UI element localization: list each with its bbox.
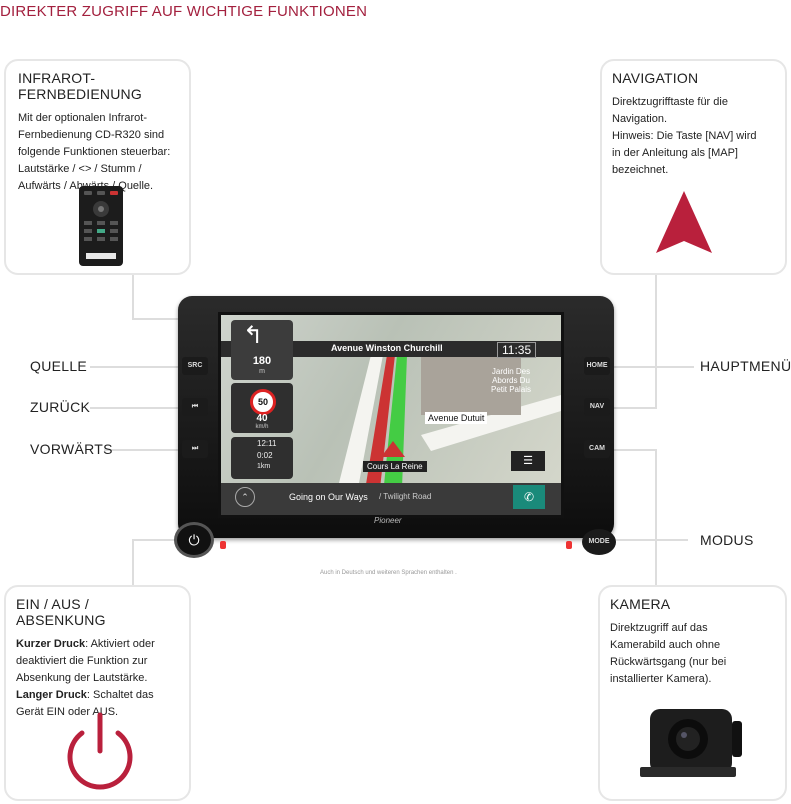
now-playing-sub: / Twilight Road [379, 492, 432, 501]
brand-logo: Pioneer [374, 516, 402, 525]
menu-icon[interactable]: ☰ [511, 451, 545, 471]
nav-button[interactable]: NAV [584, 398, 610, 416]
street-name: Avenue Winston Churchill [331, 343, 443, 353]
collapse-up-icon[interactable]: ⌃ [235, 487, 255, 507]
indicator-light-left [220, 541, 226, 549]
connector-nav-h [612, 407, 656, 409]
remote-description: Mit der optionalen Infrarot- Fernbedienu… [18, 112, 171, 192]
current-speed: 40 [256, 413, 268, 424]
connector-zurueck [90, 407, 186, 409]
navigation-info-box: NAVIGATION Direktzugrifftaste für die Na… [600, 59, 787, 275]
turn-distance: 180 [252, 355, 272, 367]
power-icon [67, 712, 133, 790]
camera-heading: KAMERA [610, 596, 671, 612]
label-vorwaerts: VORWÄRTS [30, 441, 113, 457]
label-modus: MODUS [700, 532, 754, 548]
connector-power-v [132, 539, 134, 587]
street-label-reine: Cours La Reine [363, 461, 427, 472]
connector-vorwaerts [104, 449, 186, 451]
eta: 12:11 [257, 439, 277, 448]
navigation-screen: Avenue Winston Churchill 11:35 ↰ 180 m 5… [218, 312, 564, 518]
phone-icon[interactable]: ✆ [513, 485, 545, 509]
connector-remote-v [132, 272, 134, 320]
remote-info-box: INFRAROT-FERNBEDIENUNG Mit der optionale… [4, 59, 191, 275]
power-heading: EIN / AUS / ABSENKUNG [16, 596, 106, 628]
street-label-dutuit: Avenue Dutuit [425, 412, 488, 424]
power-info-box: EIN / AUS / ABSENKUNG Kurzer Druck: Akti… [4, 585, 191, 801]
power-description: Kurzer Druck: Aktiviert oder deaktiviert… [16, 638, 155, 718]
home-button[interactable]: HOME [584, 357, 610, 375]
label-zurueck: ZURÜCK [30, 399, 91, 415]
label-hauptmenue: HAUPTMENÜ [700, 358, 791, 374]
connector-modus [616, 539, 688, 541]
long-press-label: Langer Druck [16, 689, 87, 701]
turn-arrow-icon: ↰ [243, 322, 264, 349]
connector-power-h [132, 539, 180, 541]
connector-nav-v [655, 274, 657, 409]
camera-device-icon [640, 709, 742, 777]
poi-label: Jardin Des Abords Du Petit Palais [490, 367, 532, 394]
connector-hauptmenue [612, 366, 694, 368]
mode-button[interactable]: MODE [582, 529, 616, 555]
remote-control-icon [79, 186, 123, 266]
label-quelle: QUELLE [30, 358, 88, 374]
navigation-arrow-icon [656, 191, 712, 253]
next-button[interactable]: ⏭ [182, 440, 208, 458]
page-title: DIREKTER ZUGRIFF AUF WICHTIGE FUNKTIONEN [0, 3, 368, 20]
now-playing-title: Going on Our Ways [289, 492, 368, 502]
turn-distance-unit: m [259, 368, 265, 375]
connector-cam-h [612, 449, 656, 451]
connector-quelle [90, 366, 186, 368]
camera-description: Direktzugriff auf das Kamerabild auch oh… [610, 622, 727, 685]
src-button[interactable]: SRC [182, 357, 208, 375]
camera-info-box: KAMERA Direktzugriff auf das Kamerabild … [598, 585, 787, 801]
footnote: Auch in Deutsch und weiteren Sprachen en… [320, 570, 457, 576]
indicator-light-right [566, 541, 572, 549]
speed-unit: km/h [255, 424, 269, 430]
speed-limit-sign: 50 [250, 389, 276, 415]
power-button[interactable]: ⏻ [174, 522, 214, 558]
short-press-label: Kurzer Druck [16, 638, 86, 650]
remote-heading: INFRAROT-FERNBEDIENUNG [18, 70, 142, 102]
remaining-time: 0:02 [257, 451, 273, 460]
clock: 11:35 [497, 342, 537, 358]
head-unit-device: SRC ⏮ ⏭ HOME NAV CAM Avenue Winston Chur… [170, 296, 622, 558]
map-roads [221, 320, 561, 515]
connector-cam-v [655, 449, 657, 585]
navigation-description: Direktzugrifftaste für die Navigation. H… [612, 96, 757, 176]
cam-button[interactable]: CAM [584, 440, 610, 458]
remaining-distance: 1km [257, 463, 271, 470]
connector-remote-h [132, 318, 184, 320]
prev-button[interactable]: ⏮ [182, 398, 208, 416]
navigation-heading: NAVIGATION [612, 70, 699, 86]
